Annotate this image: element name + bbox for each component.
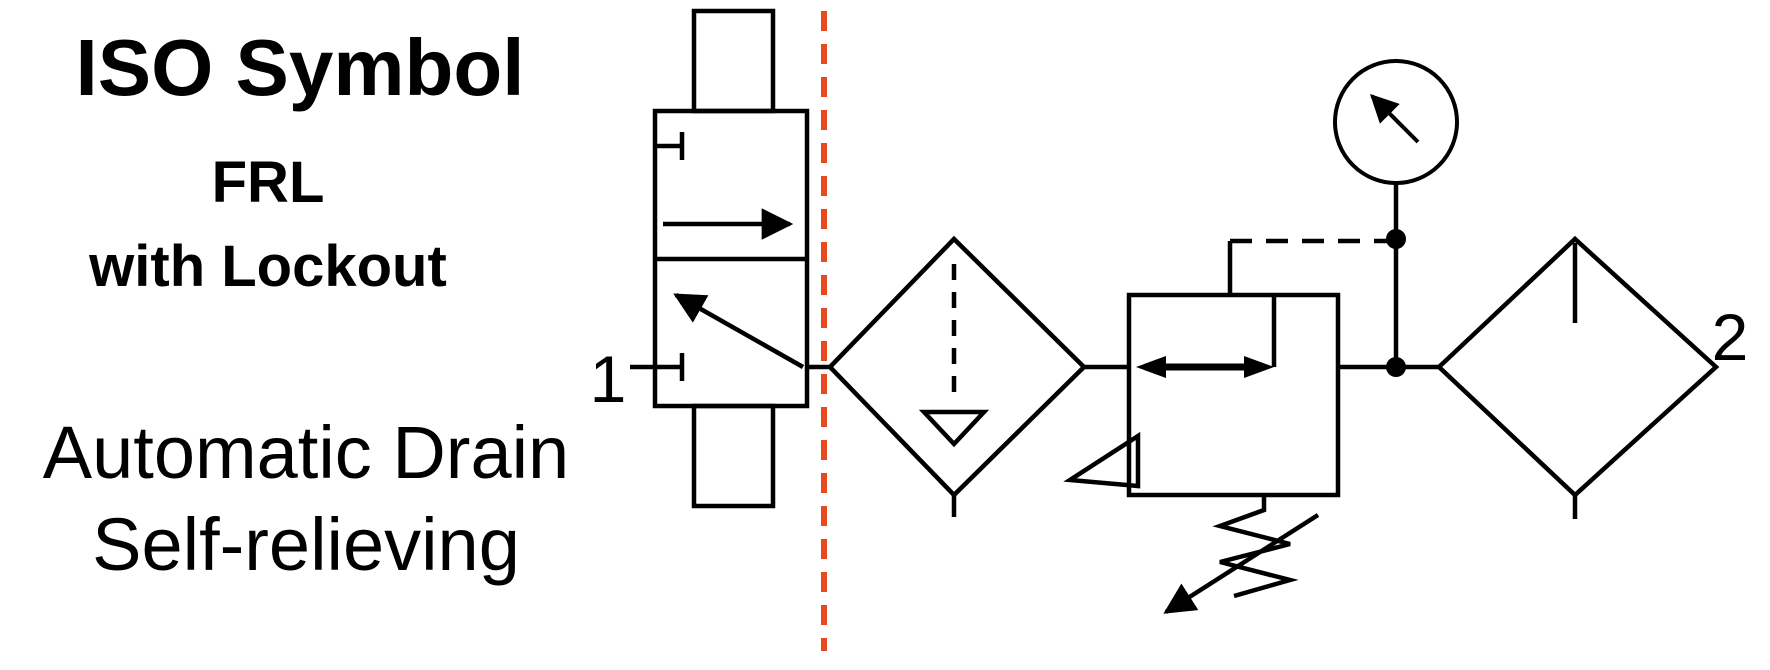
regulator-arrowhead-left — [1136, 356, 1166, 378]
symbol-artwork — [630, 8, 1720, 651]
valve-exhaust-arrow — [673, 293, 805, 369]
product-label-line2: with Lockout — [88, 234, 447, 299]
port-1-label: 1 — [590, 342, 627, 416]
feature-label-line1: Automatic Drain — [43, 411, 569, 494]
valve-blocked-port-tick-bottom — [655, 353, 685, 381]
filter-body-diamond — [826, 235, 1088, 499]
regulator-self-relieving-icon — [1063, 238, 1388, 614]
gauge-needle — [1370, 94, 1420, 144]
auto-drain-triangle — [918, 409, 990, 448]
pressure-gauge-icon — [1333, 59, 1459, 377]
lubricator-body-diamond — [1435, 235, 1720, 499]
regulator-body — [1126, 292, 1341, 498]
filter-auto-drain-icon — [826, 235, 1088, 517]
product-label-line1: FRL — [212, 150, 325, 215]
page-title: ISO Symbol — [76, 23, 525, 112]
valve-bottom-port-block — [691, 403, 776, 509]
regulator-arrowhead-right — [1244, 356, 1274, 378]
lockout-valve-icon — [630, 8, 810, 509]
adjustment-spring-zigzag — [1212, 495, 1299, 599]
lubricator-icon — [1435, 235, 1720, 519]
feature-label-line2: Self-relieving — [92, 503, 520, 586]
adjustment-arrow — [1163, 513, 1320, 614]
valve-top-port-block — [691, 8, 776, 114]
valve-blocked-port-tick-top — [655, 132, 685, 160]
relief-vent-triangle — [1063, 431, 1141, 489]
junction-dot-upper — [1386, 229, 1406, 249]
port-2-label: 2 — [1712, 300, 1749, 374]
